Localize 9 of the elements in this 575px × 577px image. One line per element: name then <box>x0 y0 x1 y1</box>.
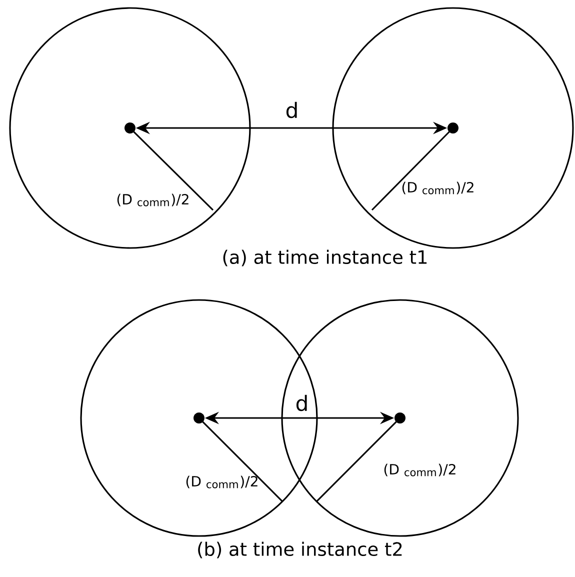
caption: (a) at time instance t1 <box>223 250 427 266</box>
center-dot <box>124 122 136 134</box>
center-dot <box>194 412 204 424</box>
center-dot <box>394 412 406 424</box>
caption: (b) at time instance t2 <box>198 542 402 558</box>
edge-label: d <box>286 102 297 118</box>
center-dot <box>448 122 458 134</box>
radius-label: (D $_{comm}$)/2 <box>117 194 188 206</box>
edge-label: d <box>296 394 307 412</box>
